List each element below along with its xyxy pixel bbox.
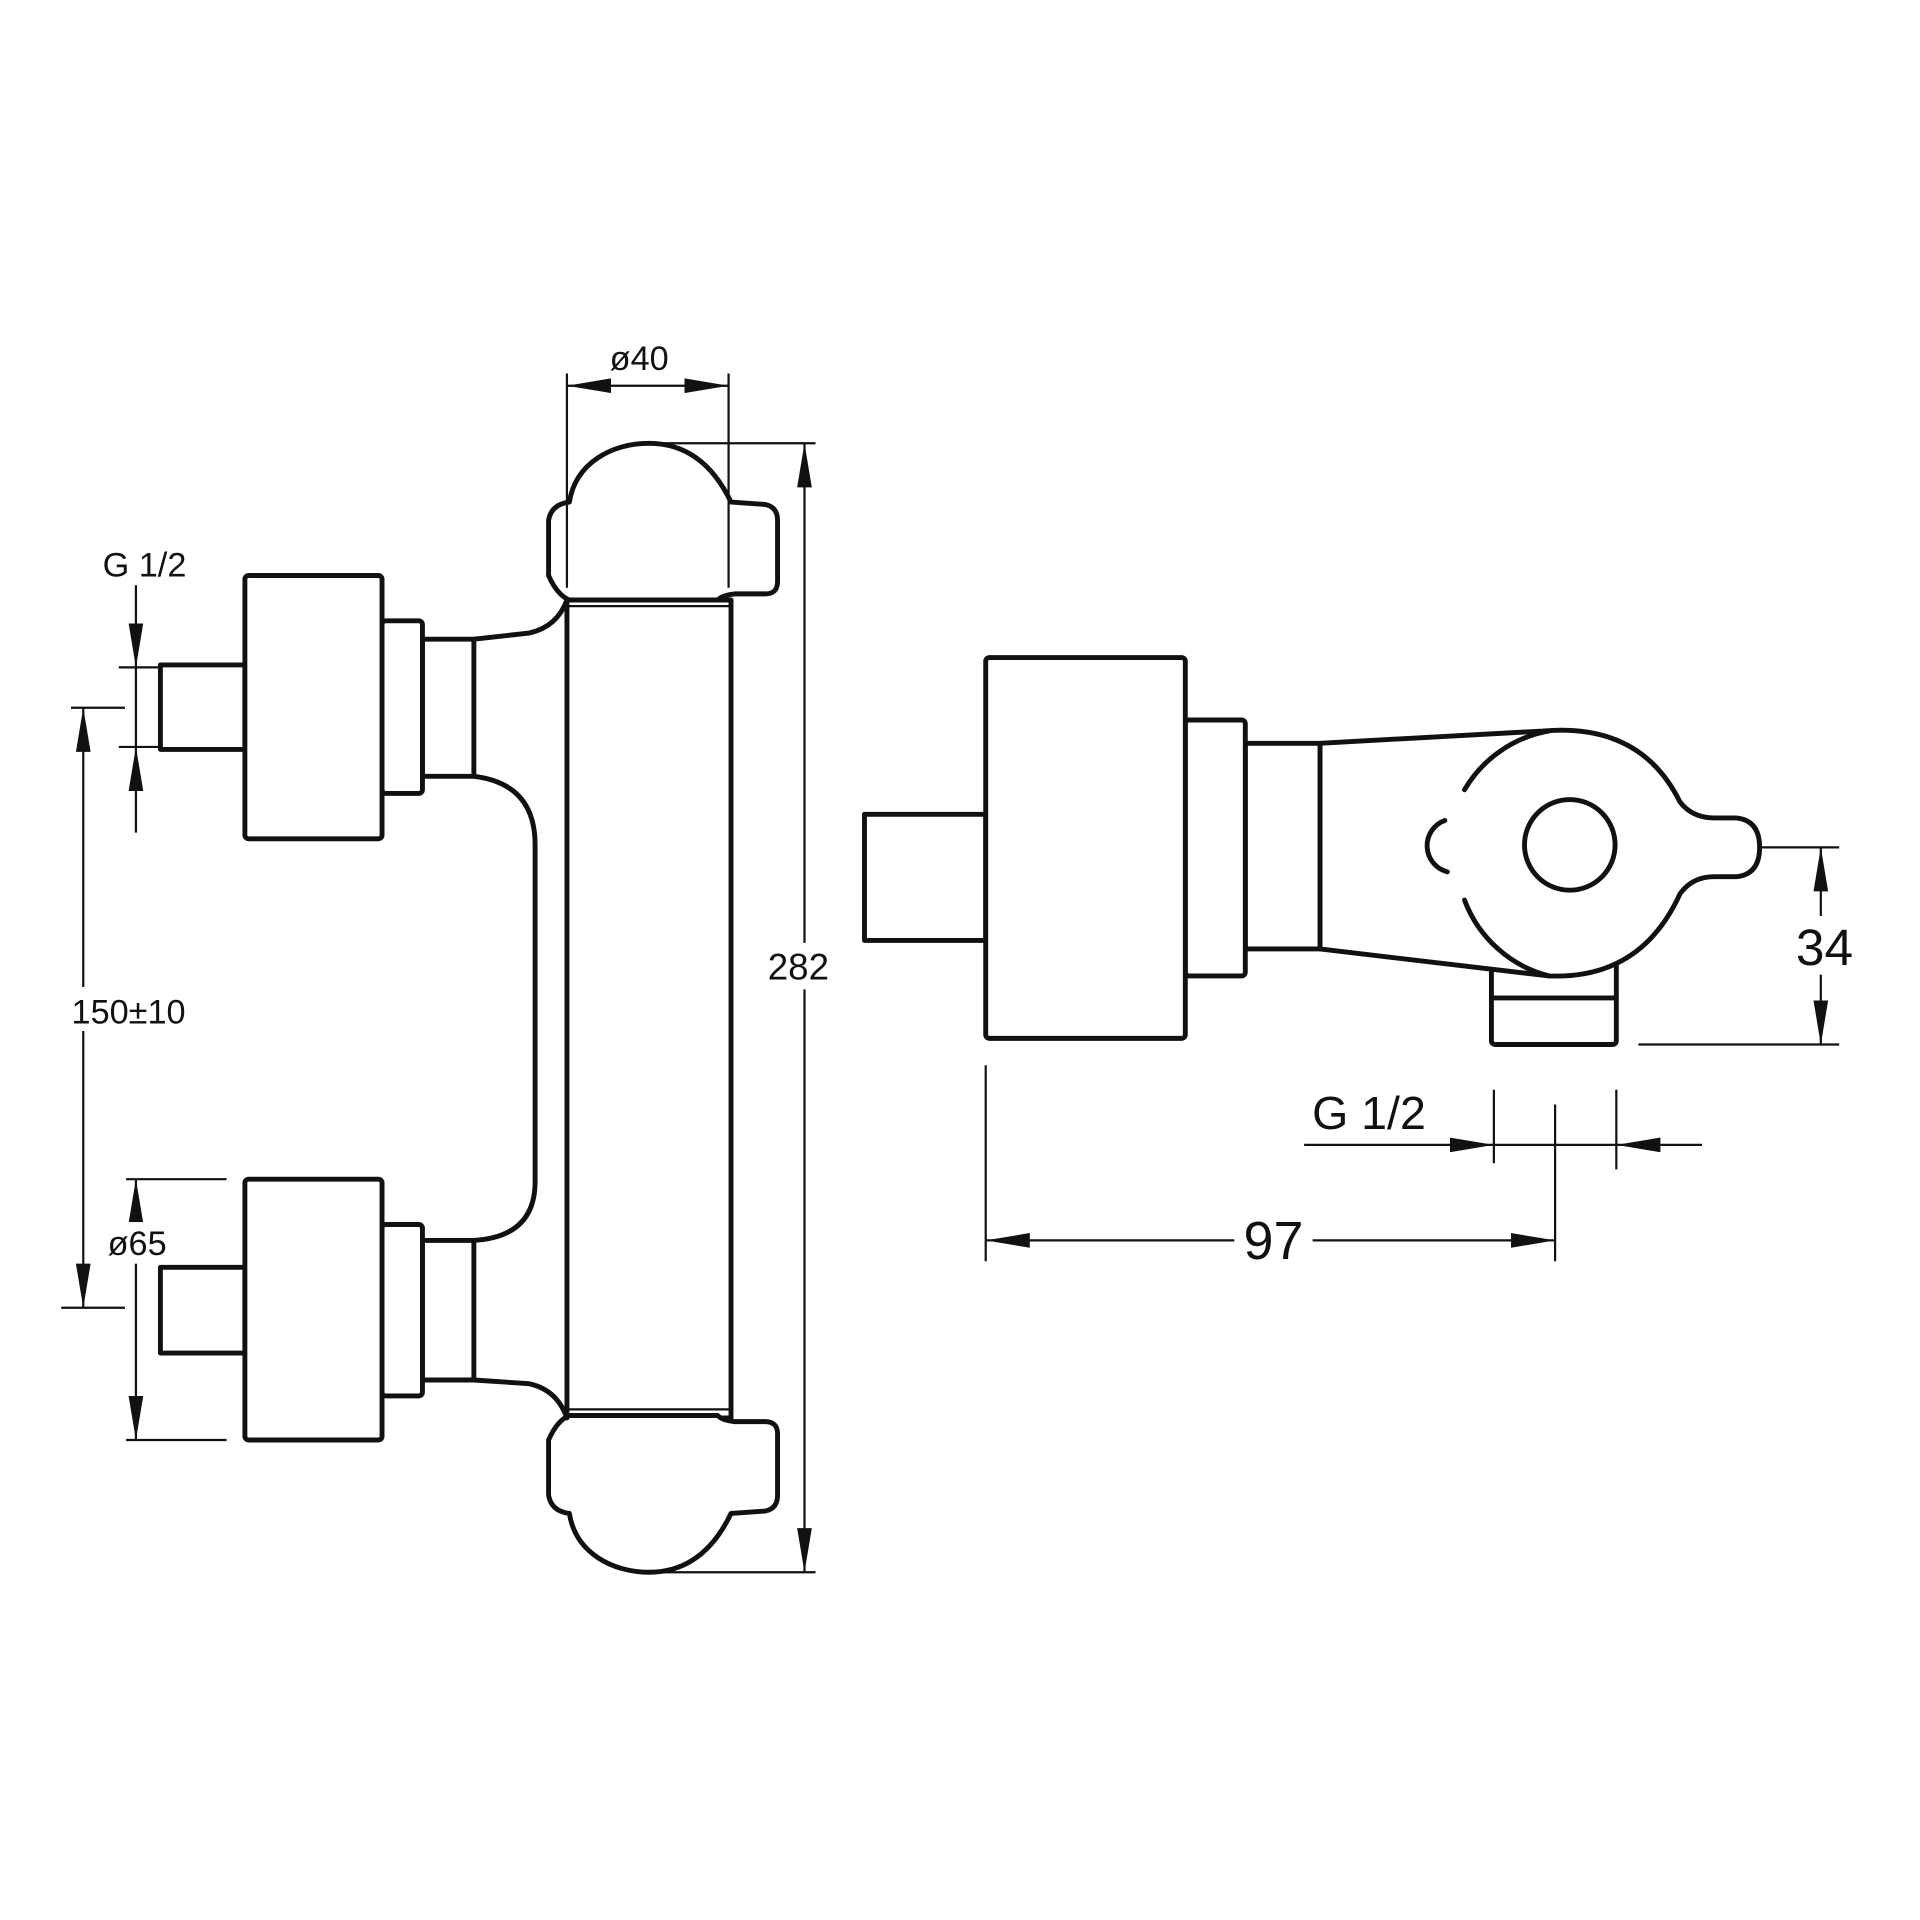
- front-view: ø40 282 G 1/2 150±10 ø65: [58, 340, 843, 1575]
- top-inlet-connector: [157, 573, 570, 842]
- dim-label-projection: 97: [1244, 1211, 1304, 1271]
- dim-label-outlet-offset: 34: [1796, 918, 1853, 976]
- dim-label-escutcheon-diameter: ø65: [108, 1225, 167, 1263]
- nut: [1182, 717, 1248, 979]
- dim-handle-diameter: ø40: [565, 340, 730, 588]
- escutcheon: [983, 655, 1188, 1041]
- inlet-stub: [862, 811, 989, 943]
- top-handle: [546, 440, 780, 608]
- bottom-handle: [546, 1408, 780, 1575]
- indicator-arc: [1424, 817, 1450, 875]
- dim-label-outlet-thread: G 1/2: [1312, 1087, 1426, 1139]
- dim-label-overall-height: 282: [768, 947, 829, 988]
- thermostat-body: [564, 597, 734, 1421]
- dim-label-handle-diameter: ø40: [610, 340, 669, 378]
- dim-label-inlet-thread: G 1/2: [103, 547, 187, 585]
- dim-escutcheon-diameter: ø65: [100, 1178, 227, 1442]
- dim-outlet-offset: 34: [1638, 846, 1862, 1046]
- bottom-inlet-connector: [157, 1176, 570, 1443]
- dim-outlet-thread: G 1/2: [1304, 1087, 1703, 1262]
- dim-projection: 97: [984, 1065, 1556, 1271]
- dim-inlet-thread: G 1/2: [103, 547, 187, 833]
- side-view: 34 G 1/2 97: [862, 655, 1862, 1271]
- handle-spindle: [1522, 797, 1618, 893]
- sleeve: [1242, 740, 1323, 952]
- dim-label-inlet-spacing: 150±10: [72, 994, 186, 1032]
- body-connector-pipe: [473, 773, 538, 1243]
- dim-overall-height: 282: [661, 442, 843, 1574]
- dim-inlet-spacing: 150±10: [58, 706, 199, 1309]
